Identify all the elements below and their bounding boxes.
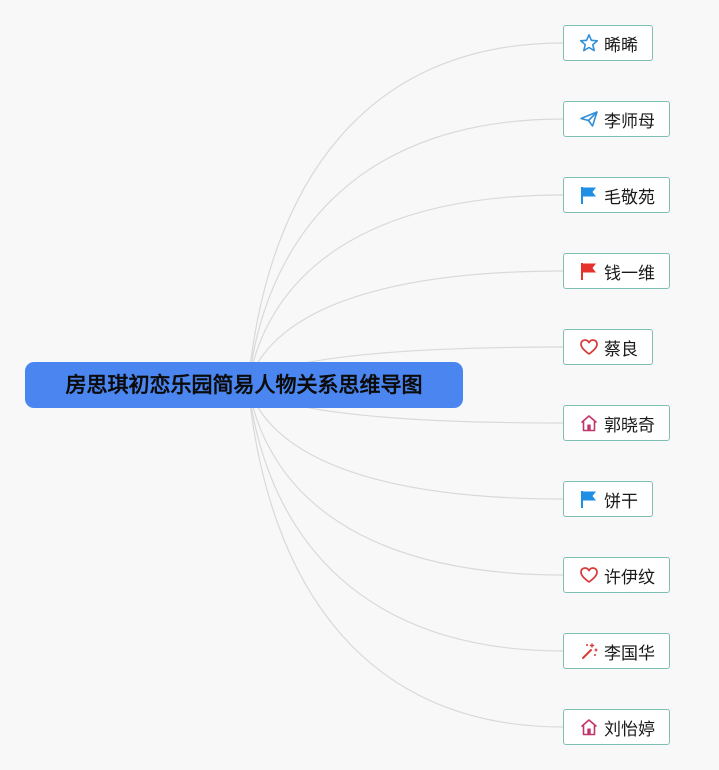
connector-line [247,270,564,386]
node-label: 郭晓奇 [604,415,655,436]
heart-icon [579,337,599,357]
blue-flag-icon [579,489,599,509]
heart-icon [579,565,599,585]
node-label: 李师母 [604,111,655,132]
node-label: 饼干 [604,491,638,512]
root-node[interactable]: 房思琪初恋乐园简易人物关系思维导图 [25,362,463,408]
node-cai-liang[interactable]: 蔡良 [563,329,653,365]
node-label: 刘怡婷 [604,719,655,740]
node-binggan[interactable]: 饼干 [563,481,653,517]
connector-line [247,118,564,386]
connector-line [247,384,564,728]
home-icon [579,717,599,737]
node-xixi[interactable]: 晞晞 [563,25,653,61]
connector-line [247,384,564,576]
connector-line [247,384,564,500]
node-xu-yiwen[interactable]: 许伊纹 [563,557,670,593]
home-icon [579,413,599,433]
node-label: 许伊纹 [604,567,655,588]
magic-wand-icon [579,641,599,661]
star-icon [579,33,599,53]
red-flag-icon [579,261,599,281]
node-mao-jingyuan[interactable]: 毛敬苑 [563,177,670,213]
node-label: 蔡良 [604,339,638,360]
connector-line [247,194,564,386]
blue-flag-icon [579,185,599,205]
root-title: 房思琪初恋乐园简易人物关系思维导图 [65,373,423,397]
connector-line [247,42,564,386]
node-liu-yiting[interactable]: 刘怡婷 [563,709,670,745]
node-guo-xiaoqi[interactable]: 郭晓奇 [563,405,670,441]
node-label: 钱一维 [604,263,655,284]
node-label: 李国华 [604,643,655,664]
node-qian-yiwei[interactable]: 钱一维 [563,253,670,289]
connector-line [247,384,564,652]
node-label: 晞晞 [604,35,638,56]
node-label: 毛敬苑 [604,187,655,208]
node-li-shimu[interactable]: 李师母 [563,101,670,137]
paper-plane-icon [579,109,599,129]
node-li-guohua[interactable]: 李国华 [563,633,670,669]
